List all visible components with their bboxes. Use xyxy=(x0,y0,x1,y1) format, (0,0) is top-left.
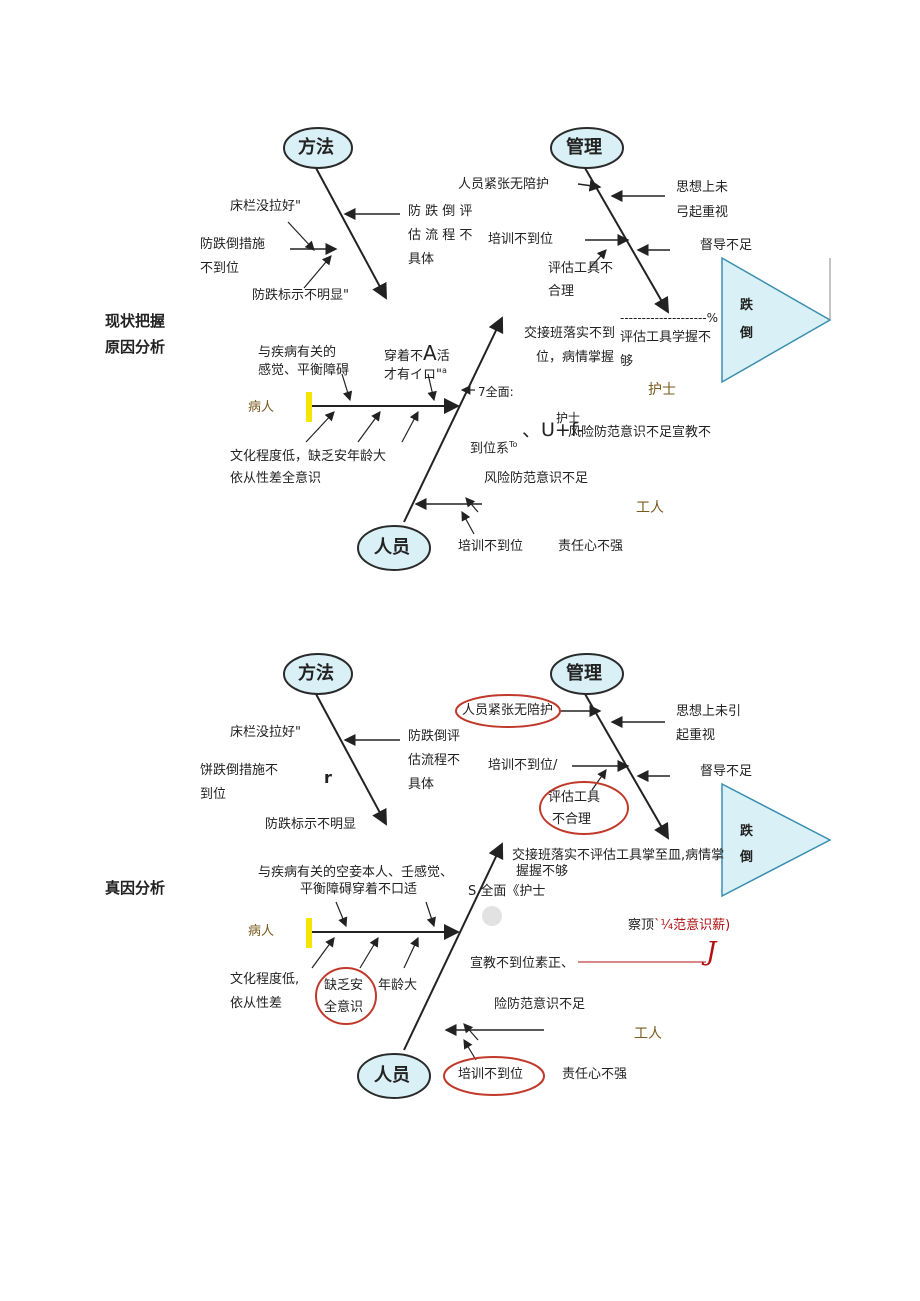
cause-thought-1a: 思想上未 xyxy=(676,180,729,195)
bubble-people-1 xyxy=(357,525,431,571)
side-label-cause: 原因分析 xyxy=(105,338,166,356)
cause-bedrail-2: 床栏没拉好" xyxy=(230,725,301,740)
fish-head-label-1a: 跌 xyxy=(740,298,754,313)
cause-disease-1a: 与疾病有关的 xyxy=(258,345,337,360)
worker-label-1: 工人 xyxy=(636,500,664,516)
worker-label-2: 工人 xyxy=(634,1026,662,1042)
cause-measure-1a: 防跌倒措施 xyxy=(200,237,266,252)
cause-eval-1b: 估 流 程 不 xyxy=(408,228,473,243)
cause-sign-1: 防跌标示不明显" xyxy=(252,288,349,303)
cause-supervise-2: 督导不足 xyxy=(700,764,753,779)
cause-thought-2a: 思想上未引 xyxy=(676,704,742,719)
side-label-current: 现状把握 xyxy=(105,312,166,330)
cause-lack-2a: 缺乏安 xyxy=(324,978,364,993)
cause-grasp-1b: 够 xyxy=(620,354,634,369)
cause-duty-2: 责任心不强 xyxy=(562,1067,628,1082)
bone-people-2 xyxy=(403,842,504,1051)
dash-line-1: --------------------% xyxy=(620,311,719,325)
cause-eval-1c: 具体 xyxy=(408,252,435,267)
bubble-mgmt-2 xyxy=(550,653,624,695)
mark-2: r xyxy=(324,768,332,787)
label-method-1: 方法 xyxy=(298,137,334,158)
cause-tool-2a: 评估工具 xyxy=(548,790,601,805)
bone-people-1 xyxy=(403,316,504,523)
cause-edu-1b: 依从性差全意识 xyxy=(230,471,322,486)
cause-eval-2b: 估流程不 xyxy=(408,753,461,768)
cause-handover-1b: 位，病情掌握 xyxy=(536,350,615,365)
highlight-lack xyxy=(315,967,377,1025)
cause-disease-2b: 平衡障碍穿着不口适 xyxy=(300,882,418,897)
cause-tool-2b: 不合理 xyxy=(552,812,592,827)
fish-head-1 xyxy=(721,256,832,384)
label-mgmt-1: 管理 xyxy=(566,137,602,158)
nurse-label-1: 护士 xyxy=(648,382,676,398)
highlight-tool xyxy=(539,781,629,835)
cause-edu-2a: 文化程度低, xyxy=(230,972,300,987)
cause-bedrail-1: 床栏没拉好" xyxy=(230,199,301,214)
cause-age-2: 年龄大 xyxy=(378,978,418,993)
cause-handover-2a: 交接班落实不评估工具掌至皿,病情掌 xyxy=(512,848,725,863)
patient-label-2: 病人 xyxy=(248,924,275,939)
cause-tool-1a: 评估工具不 xyxy=(548,261,614,276)
cause-measure-2a: 饼跌倒措施不 xyxy=(200,763,279,778)
cause-handover-2b: 握握不够 xyxy=(516,864,569,879)
bone-method-1 xyxy=(315,167,387,300)
highlight-training xyxy=(443,1056,545,1096)
cause-tense-1: 人员紧张无陪护 xyxy=(458,177,550,192)
bubble-people-2 xyxy=(357,1053,431,1099)
label-people-2: 人员 xyxy=(374,1065,410,1086)
highlight-tense xyxy=(455,694,561,728)
cause-big-1: 、U+f- xyxy=(522,419,584,441)
cause-eval-1a: 防 跌 倒 评 xyxy=(408,204,473,219)
cause-tool-1b: 合理 xyxy=(548,284,575,299)
cause-edu-nurse-2: 宣教不到位素正、 xyxy=(470,956,575,971)
cause-thought-2b: 起重视 xyxy=(676,728,716,743)
fish-head-2 xyxy=(721,782,832,898)
bubble-method-1 xyxy=(283,127,353,169)
cause-measure-2b: 到位 xyxy=(200,787,227,802)
cause-edu-1a: 文化程度低，缺乏安年龄大 xyxy=(230,449,387,464)
fish-head-label-2a: 跌 xyxy=(740,824,754,839)
cause-disease-2a: 与疾病有关的空妾本人、壬感觉、 xyxy=(258,865,454,880)
cause-whole-1: 7全面: xyxy=(478,385,514,399)
fish-head-label-2b: 倒 xyxy=(740,850,754,865)
cause-training-worker-2: 培训不到位 xyxy=(458,1067,524,1082)
cause-handover-1a: 交接班落实不到 xyxy=(524,326,616,341)
cause-risk-worker-1: 风险防范意识不足 xyxy=(484,471,589,486)
cause-clothes-1b: 才有イロ"a xyxy=(384,366,447,383)
cause-eval-2a: 防跌倒评 xyxy=(408,729,461,744)
cause-disease-1b: 感觉、平衡障碍 xyxy=(258,363,350,378)
side-label-real-cause: 真因分析 xyxy=(105,879,166,897)
cause-place-1: 到位系To xyxy=(470,440,518,457)
label-mgmt-2: 管理 xyxy=(566,663,602,684)
cause-clothes-1a: 穿着不A活 xyxy=(384,341,450,365)
cause-aware-2: 察顶`¼范意识薪) xyxy=(628,918,731,933)
cause-sign-2: 防跌标示不明显 xyxy=(265,817,357,832)
nurse-small-1: 护士 xyxy=(556,411,581,425)
cause-lack-2b: 全意识 xyxy=(324,1000,364,1015)
bubble-mgmt-1 xyxy=(550,127,624,169)
cause-training-mgmt-1: 培训不到位 xyxy=(488,232,554,247)
cause-thought-1b: 弓起重视 xyxy=(676,205,729,220)
cause-eval-2c: 具体 xyxy=(408,777,435,792)
cause-training-worker-1: 培训不到位 xyxy=(458,539,524,554)
patient-label-1: 病人 xyxy=(248,400,275,415)
bone-method-2 xyxy=(315,693,387,826)
cause-tense-2: 人员紧张无陪护 xyxy=(462,703,554,718)
cause-whole-2: S 全面《护士 xyxy=(468,884,546,899)
bubble-method-2 xyxy=(283,653,353,695)
label-method-2: 方法 xyxy=(298,663,334,684)
label-people-1: 人员 xyxy=(374,537,410,558)
cause-risk-worker-2: 险防范意识不足 xyxy=(494,997,586,1012)
big-j-2: J xyxy=(706,937,717,967)
cause-grasp-1a: 评估工具学握不 xyxy=(620,330,712,345)
cause-measure-1b: 不到位 xyxy=(200,261,240,276)
fish-head-label-1b: 倒 xyxy=(740,326,754,341)
cause-risk-edu-1: 风险防范意识不足宣教不 xyxy=(568,425,712,440)
cause-training-mgmt-2: 培训不到位/ xyxy=(488,758,558,773)
cause-supervise-1: 督导不足 xyxy=(700,238,753,253)
cause-duty-1: 责任心不强 xyxy=(558,539,624,554)
cause-edu-2b: 依从性差 xyxy=(230,996,283,1011)
